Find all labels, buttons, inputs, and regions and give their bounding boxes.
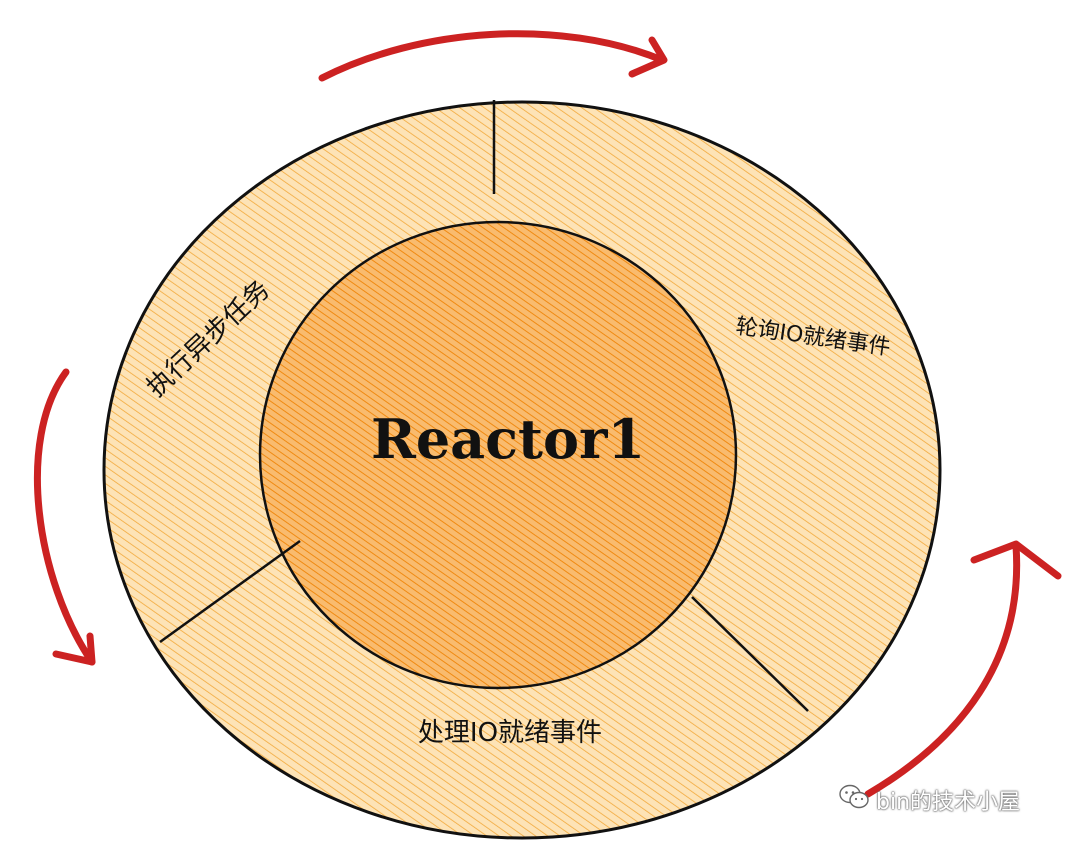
watermark-text: bin的技术小屋 <box>876 790 1021 815</box>
divider-bottom-right <box>691 596 809 712</box>
center-label: Reactor1 <box>371 407 645 471</box>
arrow-right <box>864 540 1062 798</box>
arrow-top <box>318 30 668 82</box>
watermark: bin的技术小屋 <box>838 782 1020 818</box>
wechat-icon <box>838 783 870 817</box>
arrow-left <box>34 368 96 666</box>
divider-bottom-left <box>159 539 301 644</box>
inner-circle <box>258 220 738 690</box>
segment-label-handle-io: 处理IO就绪事件 <box>418 718 602 748</box>
